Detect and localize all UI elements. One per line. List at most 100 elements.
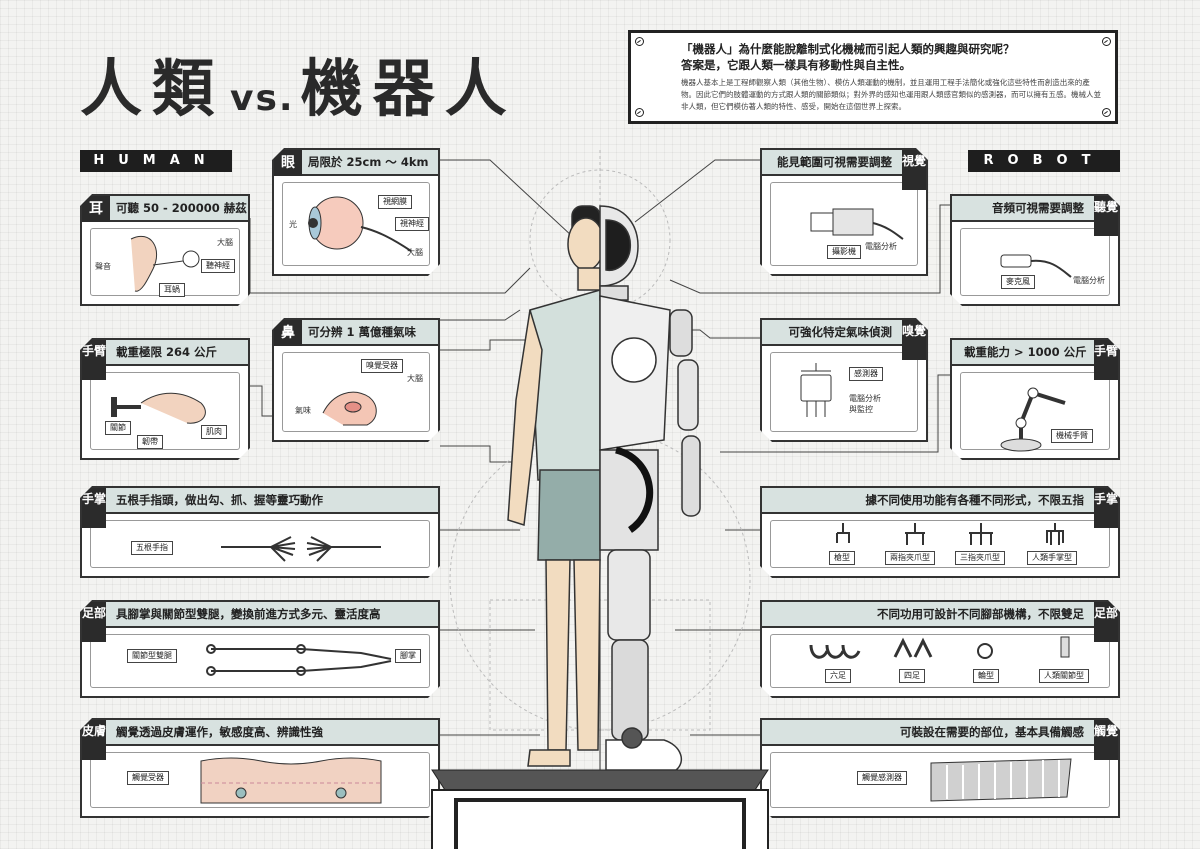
screw-icon — [635, 37, 644, 46]
human-arm-panel: 載重極限 264 公斤 關節 韌帶 肌肉 手臂 — [80, 338, 250, 460]
tag-arm: 手臂 — [82, 340, 106, 380]
ear-cochlea-label: 耳蝸 — [159, 283, 185, 297]
intro-answer: 答案是，它跟人類一樣具有移動性與自主性。 — [681, 58, 911, 72]
panel-body: 關節型雙腿 腳掌 — [90, 634, 430, 688]
pedestal-top — [431, 769, 769, 791]
human-nose-panel: 可分辨 1 萬億種氣味 嗅覺受器 大腦 氣味 鼻 — [272, 318, 440, 442]
camera-illustration — [771, 183, 921, 271]
tag-eye: 眼 — [274, 150, 302, 176]
panel-heading: 載重極限 264 公斤 — [82, 340, 248, 366]
eye-brain-label: 大腦 — [407, 248, 423, 257]
human-foot-panel: 具腳掌與關節型雙腿，變換前進方式多元、靈活度高 關節型雙腿 腳掌 足部 — [80, 600, 440, 698]
tag-vision: 視覺 — [902, 150, 926, 190]
panel-heading: 據不同使用功能有各種不同形式，不限五指 — [762, 488, 1118, 514]
panel-heading: 不同功用可設計不同腳部機構，不限雙足 — [762, 602, 1118, 628]
camera-label: 攝影機 — [827, 245, 861, 259]
robot-leg-illustrations — [771, 635, 1111, 691]
screw-icon — [1102, 108, 1111, 117]
panel-body: 聲音 大腦 聽神經 耳蝸 — [90, 228, 240, 296]
foot-sole-label: 腳掌 — [395, 649, 421, 663]
screw-icon — [635, 108, 644, 117]
robot-touch-panel: 可裝設在需要的部位，基本具備觸感 觸覺感測器 觸覺 — [760, 718, 1120, 818]
gripper-type-2: 兩指夾爪型 — [885, 551, 935, 565]
skin-cross-section-illustration — [91, 753, 431, 811]
gripper-type-3: 三指夾爪型 — [955, 551, 1005, 565]
intro-body: 機器人基本上是工程師觀察人類（其他生物）、模仿人類運動的機制，並且運用工程手法簡… — [681, 78, 1101, 111]
leg-type-3: 輪型 — [973, 669, 999, 683]
skin-receptor-label: 觸覺受器 — [127, 771, 169, 785]
ear-brain-label: 大腦 — [217, 238, 233, 247]
panel-body: 槍型 兩指夾爪型 三指夾爪型 人類手掌型 — [770, 520, 1110, 568]
robot-label: ROBOT — [968, 150, 1120, 172]
leg-type-1: 六足 — [825, 669, 851, 683]
panel-body: 機械手臂 — [960, 372, 1110, 450]
panel-body: 觸覺受器 — [90, 752, 430, 808]
panel-body: 五根手指 — [90, 520, 430, 568]
robot-vision-panel: 能見範圍可視需要調整 攝影機 電腦分析 視覺 — [760, 148, 928, 276]
human-hand-panel: 五根手指頭，做出勾、抓、握等靈巧動作 五根手指 手掌 — [80, 486, 440, 578]
smell-monitor-label: 與監控 — [849, 405, 873, 414]
foot-legs-label: 關節型雙腿 — [127, 649, 177, 663]
arm-joint-label: 關節 — [105, 421, 131, 435]
touch-sensor-grid-illustration — [771, 753, 1111, 811]
panel-heading: 載重能力 > 1000 公斤 — [952, 340, 1118, 366]
panel-heading: 可聽 50 - 200000 赫茲 — [82, 196, 248, 222]
panel-heading: 可裝設在需要的部位，基本具備觸感 — [762, 720, 1118, 746]
tag-nose: 鼻 — [274, 320, 302, 346]
human-ear-panel: 可聽 50 - 200000 赫茲 聲音 大腦 聽神經 耳蝸 耳 — [80, 194, 250, 306]
robot-smell-panel: 可強化特定氣味偵測 感測器 電腦分析 與監控 嗅覺 — [760, 318, 928, 442]
arm-ligament-label: 韌帶 — [137, 435, 163, 449]
panel-body: 觸覺感測器 — [770, 752, 1110, 808]
hand-skeleton-illustration — [91, 521, 431, 571]
tag-smell: 嗅覺 — [902, 320, 926, 360]
arm-muscle-label: 肌肉 — [201, 425, 227, 439]
gripper-type-4: 人類手掌型 — [1027, 551, 1077, 565]
tag-robot-foot: 足部 — [1094, 602, 1118, 642]
smell-analysis-label: 電腦分析 — [849, 394, 881, 403]
robot-arm-illustration — [961, 373, 1113, 453]
gas-sensor-illustration — [771, 353, 921, 437]
robot-half — [599, 205, 701, 771]
panel-heading: 可強化特定氣味偵測 — [762, 320, 926, 346]
intro-question: 「機器人」為什麼能脫離制式化機械而引起人類的興趣與研究呢？ — [681, 42, 1015, 56]
title-human: 人類 — [80, 52, 225, 125]
eye-optic-label: 視神經 — [395, 217, 429, 231]
ear-illustration — [91, 229, 243, 299]
eye-light-label: 光 — [289, 220, 297, 229]
tag-hearing: 聽覺 — [1094, 196, 1118, 236]
human-robot-figure — [431, 205, 769, 849]
tag-robot-arm: 手臂 — [1094, 340, 1118, 380]
robot-hand-panel: 據不同使用功能有各種不同形式，不限五指 槍型 兩指夾爪型 三指夾爪型 人類手掌型… — [760, 486, 1120, 578]
vision-analysis-label: 電腦分析 — [865, 242, 897, 251]
panel-body: 關節 韌帶 肌肉 — [90, 372, 240, 450]
panel-heading: 具腳掌與關節型雙腿，變換前進方式多元、靈活度高 — [82, 602, 438, 628]
tag-ear: 耳 — [82, 196, 110, 222]
nose-illustration — [283, 353, 433, 437]
nose-brain-label: 大腦 — [407, 374, 423, 383]
human-skin-panel: 觸覺透過皮膚運作，敏感度高、辨識性強 觸覺受器 皮膚 — [80, 718, 440, 818]
robot-foot-panel: 不同功用可設計不同腳部機構，不限雙足 六足 四足 輪型 人類關節型 足部 — [760, 600, 1120, 698]
hearing-analysis-label: 電腦分析 — [1073, 276, 1105, 285]
robot-hearing-panel: 音頻可視需要調整 麥克風 電腦分析 聽覺 — [950, 194, 1120, 306]
robot-arm-panel: 載重能力 > 1000 公斤 機械手臂 手臂 — [950, 338, 1120, 460]
panel-body: 麥克風 電腦分析 — [960, 228, 1110, 296]
tag-skin: 皮膚 — [82, 720, 106, 760]
ear-nerve-label: 聽神經 — [201, 259, 235, 273]
nose-smell-label: 氣味 — [295, 406, 311, 415]
leg-type-4: 人類關節型 — [1039, 669, 1089, 683]
pedestal-panel — [454, 798, 746, 849]
hand-label: 五根手指 — [131, 541, 173, 555]
panel-heading: 五根手指頭，做出勾、抓、握等靈巧動作 — [82, 488, 438, 514]
leg-skeleton-illustration — [91, 635, 431, 691]
robot-arm-label: 機械手臂 — [1051, 429, 1093, 443]
gripper-type-1: 槍型 — [829, 551, 855, 565]
panel-body: 感測器 電腦分析 與監控 — [770, 352, 918, 432]
title-robot: 機器人 — [300, 52, 517, 125]
title-vs: vs. — [230, 78, 295, 119]
panel-heading: 觸覺透過皮膚運作，敏感度高、辨識性強 — [82, 720, 438, 746]
leg-type-2: 四足 — [899, 669, 925, 683]
eye-retina-label: 視網膜 — [378, 195, 412, 209]
tag-robot-hand: 手掌 — [1094, 488, 1118, 528]
panel-heading: 能見範圍可視需要調整 — [762, 150, 926, 176]
